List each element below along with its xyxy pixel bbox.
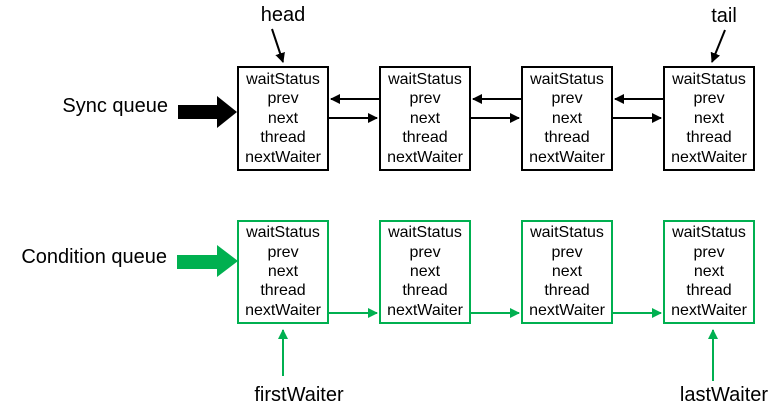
- last-waiter-label: lastWaiter: [679, 384, 769, 406]
- condition-queue-arrow: [177, 245, 238, 277]
- field-thread: thread: [544, 129, 590, 146]
- sync-node-3: waitStatus prev next thread nextWaiter: [521, 66, 613, 171]
- field-next: next: [551, 109, 583, 127]
- head-pointer-arrow: [271, 28, 285, 63]
- field-prev: prev: [267, 243, 299, 261]
- field-prev: prev: [409, 90, 441, 107]
- field-waitstatus: waitStatus: [388, 70, 462, 88]
- field-nextwaiter: nextWaiter: [671, 148, 747, 166]
- sync-node-2: waitStatus prev next thread nextWaiter: [379, 66, 471, 171]
- field-waitstatus: waitStatus: [388, 224, 462, 242]
- field-thread: thread: [544, 282, 590, 300]
- field-nextwaiter: nextWaiter: [387, 148, 463, 166]
- field-next: next: [409, 262, 441, 280]
- field-waitstatus: waitStatus: [246, 70, 320, 88]
- condition-node-2: waitStatus prev next thread nextWaiter: [379, 220, 471, 324]
- field-thread: thread: [260, 282, 306, 300]
- field-nextwaiter: nextWaiter: [529, 301, 605, 319]
- field-thread: thread: [402, 129, 448, 146]
- head-pointer-label: head: [260, 4, 306, 26]
- field-waitstatus: waitStatus: [246, 224, 320, 242]
- field-nextwaiter: nextWaiter: [671, 301, 747, 319]
- sync-node-1: waitStatus prev next thread nextWaiter: [237, 66, 329, 171]
- field-nextwaiter: nextWaiter: [245, 301, 321, 319]
- field-next: next: [693, 262, 725, 280]
- field-thread: thread: [686, 129, 732, 146]
- first-waiter-label: firstWaiter: [254, 384, 344, 406]
- sync-node-4: waitStatus prev next thread nextWaiter: [663, 66, 755, 171]
- field-thread: thread: [686, 282, 732, 300]
- tail-pointer-arrow: [710, 29, 726, 63]
- field-next: next: [693, 109, 725, 127]
- field-thread: thread: [402, 282, 448, 300]
- field-nextwaiter: nextWaiter: [387, 301, 463, 319]
- field-prev: prev: [693, 243, 725, 261]
- field-next: next: [267, 109, 299, 127]
- field-nextwaiter: nextWaiter: [529, 148, 605, 166]
- field-next: next: [267, 262, 299, 280]
- sync-queue-label: Sync queue: [62, 95, 168, 117]
- field-waitstatus: waitStatus: [672, 70, 746, 88]
- sync-queue-arrow: [178, 96, 237, 128]
- condition-node-4: waitStatus prev next thread nextWaiter: [663, 220, 755, 324]
- field-next: next: [551, 262, 583, 280]
- field-waitstatus: waitStatus: [530, 224, 604, 242]
- field-prev: prev: [409, 243, 441, 261]
- field-next: next: [409, 109, 441, 127]
- condition-queue-label: Condition queue: [21, 246, 167, 268]
- field-waitstatus: waitStatus: [530, 70, 604, 88]
- field-prev: prev: [551, 243, 583, 261]
- field-waitstatus: waitStatus: [672, 224, 746, 242]
- condition-node-3: waitStatus prev next thread nextWaiter: [521, 220, 613, 324]
- field-prev: prev: [551, 90, 583, 107]
- field-nextwaiter: nextWaiter: [245, 148, 321, 166]
- tail-pointer-label: tail: [711, 5, 737, 27]
- condition-node-1: waitStatus prev next thread nextWaiter: [237, 220, 329, 324]
- field-prev: prev: [693, 90, 725, 107]
- field-prev: prev: [267, 90, 299, 107]
- field-thread: thread: [260, 129, 306, 146]
